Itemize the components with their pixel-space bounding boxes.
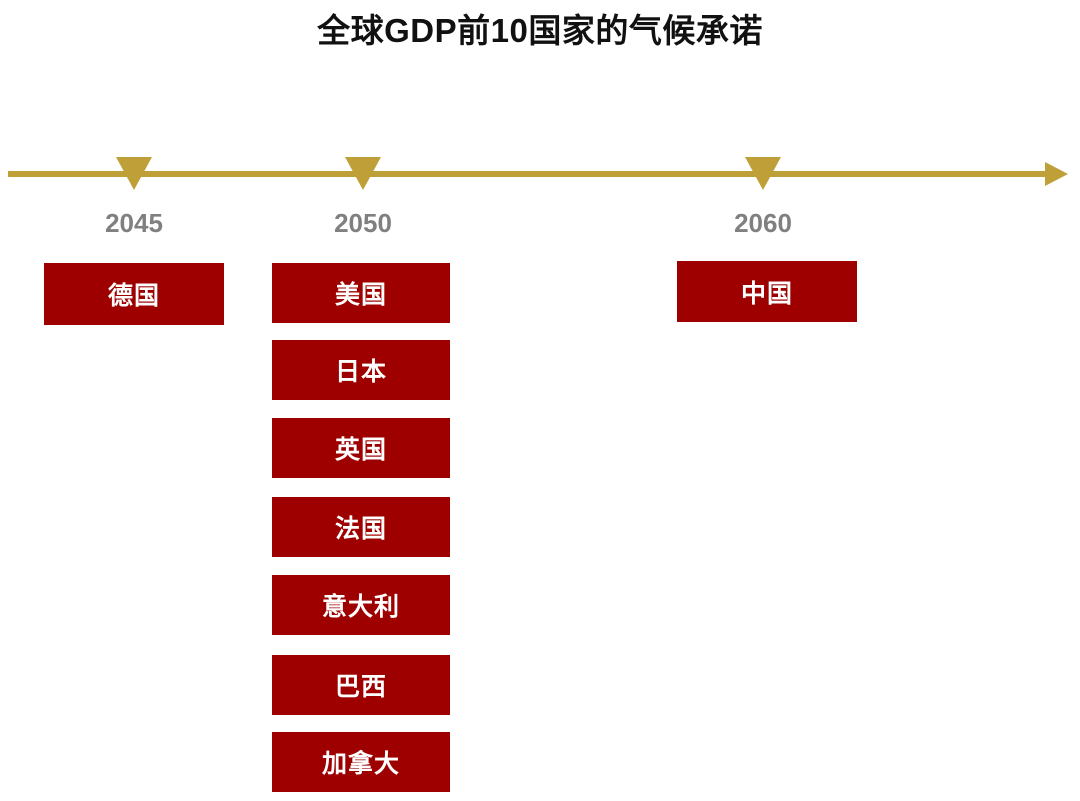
country-box[interactable]: 日本	[272, 340, 450, 400]
country-box[interactable]: 美国	[272, 263, 450, 323]
country-box[interactable]: 中国	[677, 261, 857, 322]
page-title: 全球GDP前10国家的气候承诺	[317, 12, 763, 49]
country-box[interactable]: 德国	[44, 263, 224, 325]
timeline-marker-2050	[345, 157, 381, 190]
country-box[interactable]: 巴西	[272, 655, 450, 715]
country-box[interactable]: 法国	[272, 497, 450, 557]
timeline-marker-2060	[745, 157, 781, 190]
country-box[interactable]: 意大利	[272, 575, 450, 635]
year-label-2050: 2050	[334, 208, 392, 238]
timeline-arrow-icon	[1045, 162, 1068, 186]
year-label-2045: 2045	[105, 208, 163, 238]
year-label-2060: 2060	[734, 208, 792, 238]
timeline-axis-line	[8, 171, 1048, 177]
country-box[interactable]: 加拿大	[272, 732, 450, 792]
country-box[interactable]: 英国	[272, 418, 450, 478]
timeline-marker-2045	[116, 157, 152, 190]
